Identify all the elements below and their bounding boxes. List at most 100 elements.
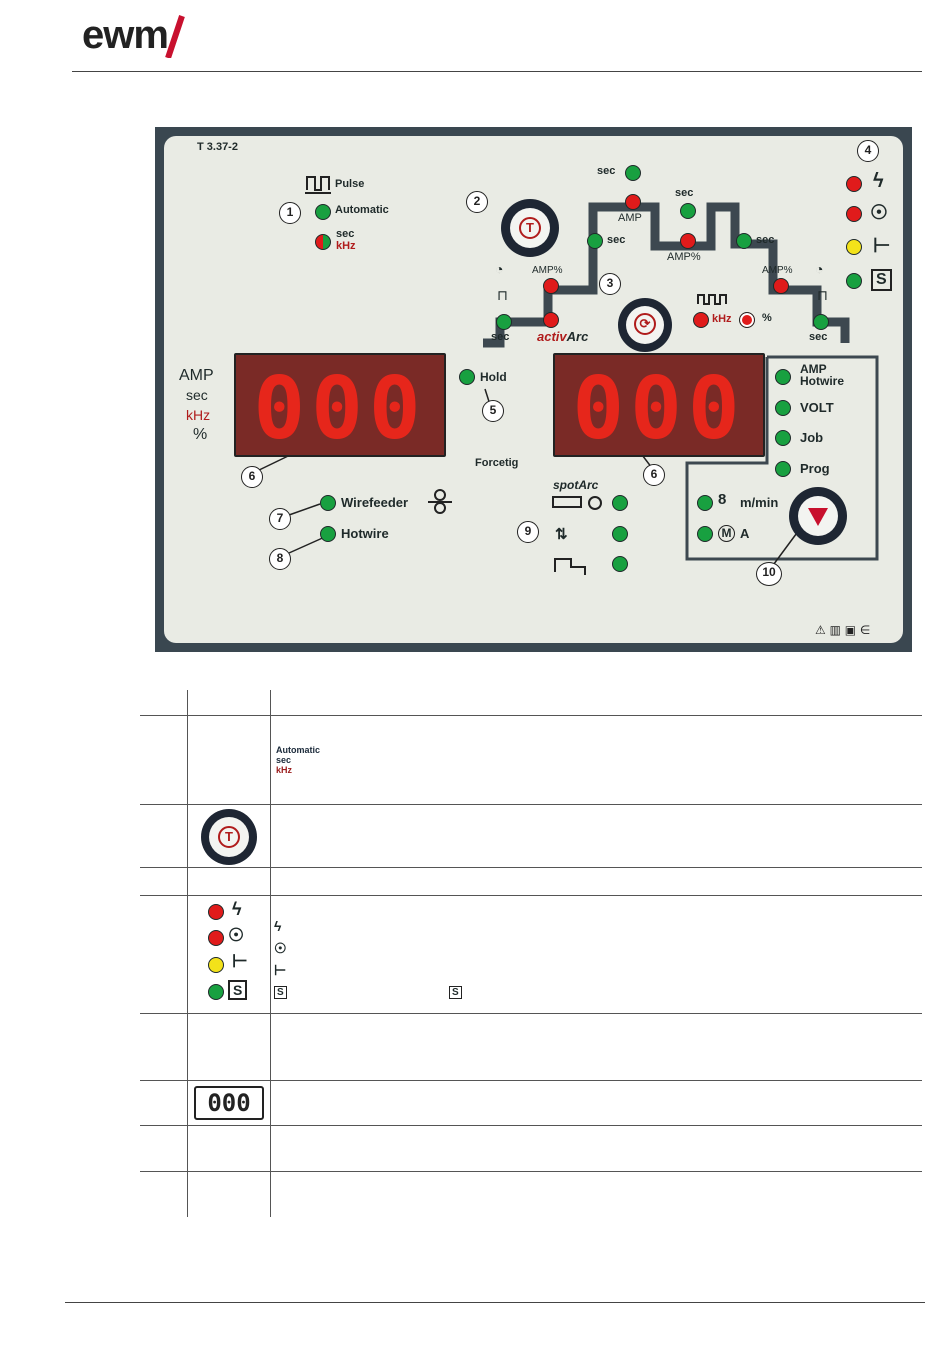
seq-main-amp-led	[680, 233, 696, 249]
svg-text:⚠ ▥ ▣ ∈: ⚠ ▥ ▣ ∈	[815, 623, 870, 637]
unit-khz: kHz	[186, 407, 211, 423]
callout-6-left: 6	[241, 466, 263, 488]
status-error-icon: ϟ	[873, 170, 884, 192]
spotarc-label: spotArc	[553, 478, 599, 492]
footer-divider	[65, 1302, 925, 1303]
seq-khz-label: kHz	[712, 313, 732, 325]
activarc-label: activArc	[537, 329, 589, 344]
seq-start-current-led	[543, 278, 559, 294]
seq-start-amp-led	[625, 194, 641, 210]
seq-sec-right-top-label: sec	[675, 187, 694, 199]
job-label: Job	[800, 430, 824, 445]
unit-percent: %	[193, 426, 208, 443]
callout-3: 3	[599, 273, 621, 295]
gas-torch-left-icon: ⊓	[497, 287, 508, 303]
wirefeeder-led	[320, 495, 336, 511]
seq-amp-pct-left-label: AMP%	[532, 265, 563, 276]
seq-pct-label: %	[762, 312, 772, 324]
legend-row-s-icon-2: S	[449, 985, 462, 999]
panel-model: T 3.37-2	[197, 141, 238, 153]
forcetig-label: Forcetig	[475, 457, 519, 469]
tig-4t-led	[612, 556, 628, 572]
legend-temp-led	[208, 929, 224, 946]
seq-upslope-led	[587, 233, 603, 249]
display-left-digits: 000	[253, 359, 427, 459]
automatic-led	[315, 204, 331, 220]
wirefeeder-label: Wirefeeder	[341, 495, 409, 510]
svg-text:ewm: ewm	[82, 14, 168, 57]
gas-postflow-icon: ◔	[815, 261, 824, 277]
unit-amp: AMP	[179, 367, 214, 384]
down-arrow-icon	[808, 508, 828, 526]
pulse-label: Pulse	[335, 178, 365, 190]
gas-torch-right-icon: ⊓	[817, 287, 828, 303]
status-s-sign-icon: S	[871, 269, 892, 291]
motor-current-led	[697, 526, 713, 542]
seq-sec-right-mid-label: sec	[756, 234, 775, 246]
sec-khz-led	[315, 234, 331, 250]
parameter-toggle-button[interactable]	[789, 487, 847, 545]
status-temperature-icon: ☉	[870, 202, 888, 224]
callout-8: 8	[269, 548, 291, 570]
seq-sec-left-mid-label: sec	[607, 234, 626, 246]
legend-table: Automatic sec kHz T ϟ ☉ ⊢	[140, 690, 922, 1217]
volt-label: VOLT	[800, 400, 834, 415]
tig-mode-button[interactable]: T	[501, 199, 559, 257]
volt-led	[775, 400, 791, 416]
legend-error-led	[208, 903, 224, 920]
status-torch-led	[846, 239, 862, 255]
motor-amp-label: A	[740, 526, 750, 541]
seq-amp-pct-right-label: AMP%	[762, 265, 793, 276]
callout-9: 9	[517, 521, 539, 543]
legend-tig-button-icon: T	[201, 808, 257, 865]
hotwire-label: Hotwire	[341, 526, 389, 541]
seq-downslope-led	[736, 233, 752, 249]
display-right-digits: 000	[572, 359, 746, 459]
two-stroke-icon: ⇅	[555, 526, 568, 543]
display-left: 000	[234, 353, 446, 459]
seq-gas-pre-led	[496, 314, 512, 330]
legend-row-s-icon: S	[274, 985, 287, 999]
gas-preflow-icon: ◔	[495, 261, 504, 277]
tig-torch-mode-icon: T	[519, 217, 541, 239]
legend-khz-text: kHz	[276, 764, 293, 775]
legend-automatic-text: Automatic	[276, 744, 321, 755]
seq-sec-bottom-right-label: sec	[809, 331, 828, 343]
header-divider	[72, 71, 922, 72]
seq-sec-top-label: sec	[597, 165, 616, 177]
seq-end-current-led	[773, 278, 789, 294]
legend-row-torch-icon: ⊢	[274, 961, 287, 978]
seq-pre-led	[625, 165, 641, 181]
callout-1: 1	[279, 202, 301, 224]
job-led	[775, 430, 791, 446]
unit-sec: sec	[186, 387, 208, 403]
cycle-arrows-icon: ⟳	[634, 313, 656, 335]
prog-label: Prog	[800, 461, 830, 476]
status-error-led	[846, 176, 862, 192]
legend-row-temp-icon: ☉	[274, 939, 287, 956]
hold-label: Hold	[480, 370, 507, 384]
control-panel: ⚠ ▥ ▣ ∈ T 3.37-2 Pulse 1 Automatic sec k…	[155, 127, 912, 652]
seq-sec-right-top-led	[680, 203, 696, 219]
pulse-sec-label: sec	[336, 228, 355, 240]
wire-speed-led	[697, 495, 713, 511]
status-s-sign-led	[846, 273, 862, 289]
hotwire-led	[320, 526, 336, 542]
seq-gas-post-led	[813, 314, 829, 330]
tig-2t-led	[612, 526, 628, 542]
parameter-select-button[interactable]: ⟳	[618, 298, 672, 352]
prog-led	[775, 461, 791, 477]
legend-s-icon: S	[228, 979, 248, 1000]
display-right: 000	[553, 353, 765, 459]
legend-s-led	[208, 983, 224, 1000]
legend-temp-icon: ☉	[228, 924, 245, 945]
legend-sec-text: sec	[276, 754, 292, 765]
wire-speed-label: m/min	[740, 495, 779, 510]
automatic-label: Automatic	[335, 204, 389, 216]
hold-led	[459, 369, 475, 385]
ewm-logo: ewm	[82, 13, 212, 59]
callout-6-right: 6	[643, 464, 665, 486]
legend-display-icon: 000	[194, 1085, 264, 1120]
legend-row-error-icon: ϟ	[274, 917, 282, 934]
pulse-khz-label: kHz	[336, 240, 356, 252]
